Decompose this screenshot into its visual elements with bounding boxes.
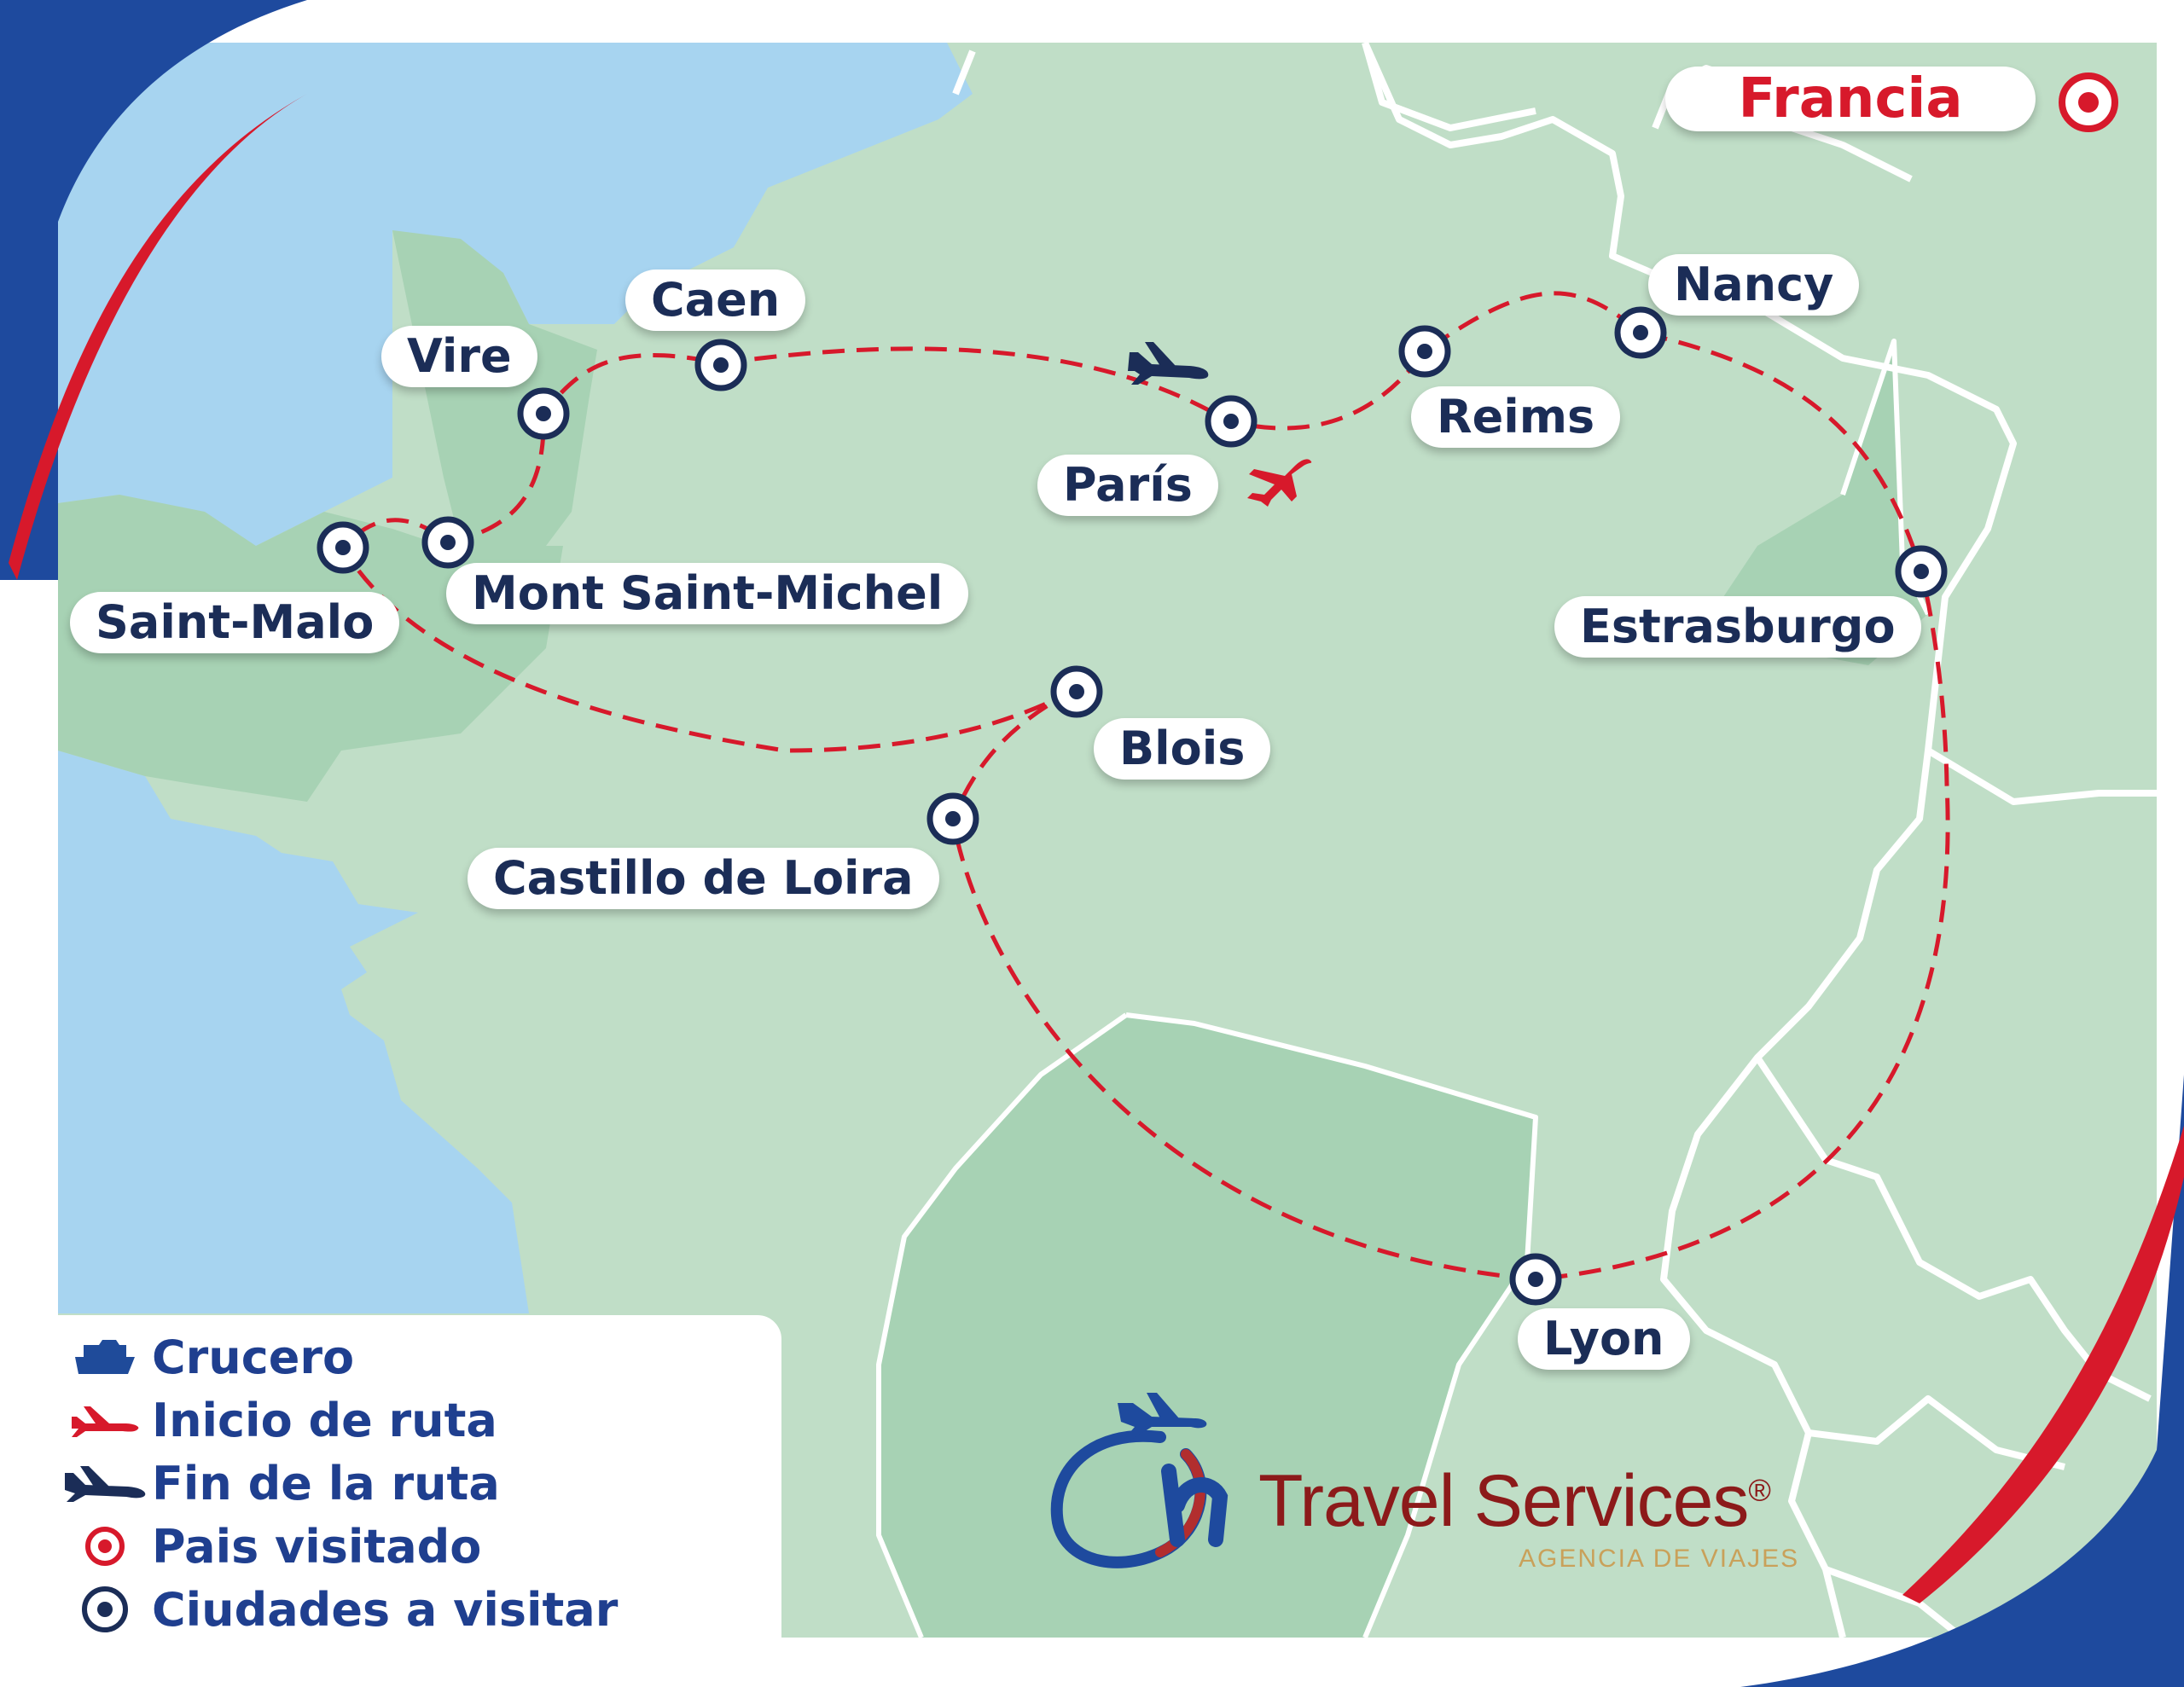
sea-north [58, 43, 973, 546]
city-marker-icon[interactable] [1506, 1249, 1565, 1309]
sea-west [58, 751, 529, 1313]
city-label[interactable]: Saint-Malo [70, 592, 400, 653]
city-label[interactable]: Vire [381, 326, 537, 387]
plane-start-icon [1247, 459, 1312, 507]
city-marker-icon[interactable] [1611, 303, 1670, 362]
city-label[interactable]: Caen [625, 270, 806, 331]
city-marker-icon [82, 1586, 128, 1632]
city-marker-icon[interactable] [418, 513, 478, 572]
plane-end-icon [65, 1466, 146, 1502]
city-marker-icon[interactable] [514, 384, 573, 443]
city-label[interactable]: Castillo de Loira [468, 848, 939, 909]
brand-logo: Travel Services® AGENCIA DE VIAJES [1032, 1377, 1798, 1599]
ship-icon [75, 1340, 135, 1374]
city-label[interactable]: Lyon [1518, 1308, 1690, 1370]
city-label[interactable]: Blois [1094, 718, 1271, 780]
legend-item-pais: Pais visitado [58, 1516, 481, 1576]
legend: Crucero Inicio de ruta Fin de la ruta Pa… [58, 1315, 781, 1639]
legend-item-inicio: Inicio de ruta [58, 1390, 497, 1450]
city-marker-icon[interactable] [1395, 322, 1455, 381]
city-marker-icon[interactable] [313, 518, 373, 577]
brand-tagline: AGENCIA DE VIAJES [1519, 1545, 1800, 1573]
country-marker-icon [85, 1527, 125, 1566]
plane-start-icon [72, 1406, 139, 1437]
frame-swoosh-blue-br [1740, 1075, 2184, 1687]
brand-mark-icon [1050, 1393, 1228, 1568]
city-marker-icon[interactable] [691, 335, 751, 395]
massif-central [879, 1015, 1536, 1638]
city-marker-icon[interactable] [923, 789, 983, 849]
brand-name: Travel Services® [1258, 1460, 1771, 1542]
plane-end-icon [1128, 342, 1209, 385]
city-marker-icon[interactable] [1891, 542, 1951, 601]
city-label[interactable]: París [1037, 455, 1218, 516]
city-label[interactable]: Reims [1411, 386, 1621, 448]
city-marker-icon[interactable] [1047, 662, 1107, 722]
legend-item-fin: Fin de la ruta [58, 1453, 500, 1513]
legend-item-ciudades: Ciudades a visitar [58, 1580, 618, 1639]
city-label[interactable]: Nancy [1648, 254, 1860, 316]
frame-swoosh-blue-tl [0, 0, 307, 580]
city-label[interactable]: Estrasburgo [1554, 596, 1921, 658]
city-label[interactable]: Mont Saint-Michel [446, 563, 969, 624]
country-label: Francia [1665, 67, 2036, 131]
country-marker-icon [2059, 72, 2118, 132]
vosges-region [1723, 341, 1928, 665]
normandy-region [392, 230, 597, 546]
legend-item-crucero: Crucero [58, 1327, 354, 1387]
city-marker-icon[interactable] [1201, 391, 1261, 451]
